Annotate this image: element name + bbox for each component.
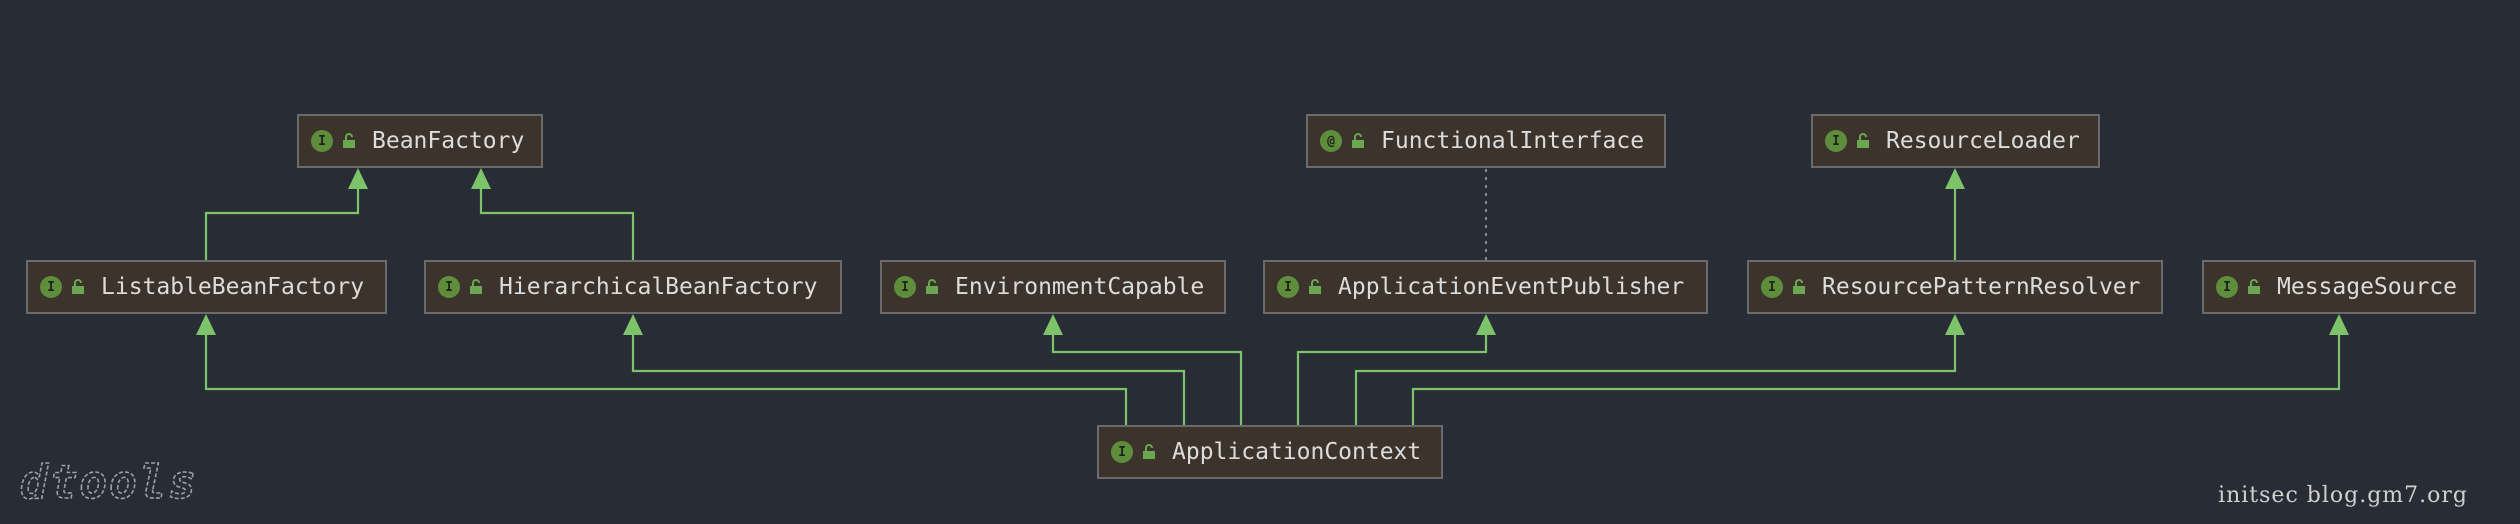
unlock-icon: [925, 279, 939, 295]
interface-icon: I: [438, 276, 460, 298]
interface-icon: I: [1761, 276, 1783, 298]
interface-icon: I: [40, 276, 62, 298]
node-label: ApplicationContext: [1172, 439, 1422, 465]
node-bean-factory[interactable]: I BeanFactory: [297, 114, 543, 168]
unlock-icon: [2247, 279, 2261, 295]
edge-arrowhead: [1945, 168, 1965, 189]
node-resource-pattern-resolver[interactable]: I ResourcePatternResolver: [1747, 260, 2163, 314]
node-message-source[interactable]: I MessageSource: [2202, 260, 2476, 314]
node-label: FunctionalInterface: [1381, 128, 1645, 154]
logo-text: dtools: [20, 458, 198, 506]
edge-arrowhead: [1043, 314, 1063, 335]
interface-icon: I: [1825, 130, 1847, 152]
dtools-logo-icon: dtools: [19, 454, 198, 510]
unlock-icon: [1308, 279, 1322, 295]
node-resource-loader[interactable]: I ResourceLoader: [1811, 114, 2100, 168]
interface-icon: I: [1277, 276, 1299, 298]
interface-icon: I: [894, 276, 916, 298]
edge-arrowhead: [196, 314, 216, 335]
edge-ApplicationContext-to-MessageSource: [1411, 334, 2341, 425]
footer-credit: initsec blog.gm7.org: [2218, 483, 2468, 508]
edge-arrowhead: [1476, 314, 1496, 335]
node-label: BeanFactory: [372, 128, 525, 154]
edge-arrowhead: [2329, 314, 2349, 335]
edge-arrowhead: [471, 168, 491, 189]
interface-icon: I: [2216, 276, 2238, 298]
node-label: HierarchicalBeanFactory: [499, 274, 818, 300]
node-functional-interface[interactable]: @ FunctionalInterface: [1306, 114, 1666, 168]
unlock-icon: [1142, 444, 1156, 460]
node-label: ResourcePatternResolver: [1822, 274, 2141, 300]
edge-ListableBeanFactory-to-BeanFactory: [204, 188, 360, 260]
annotation-icon: @: [1320, 130, 1342, 152]
unlock-icon: [469, 279, 483, 295]
edge-arrowhead: [1945, 314, 1965, 335]
edge-arrowhead: [348, 168, 368, 189]
edge-ApplicationContext-to-ResourcePatternResolver: [1354, 334, 1957, 425]
node-label: ResourceLoader: [1886, 128, 2080, 154]
node-label: ApplicationEventPublisher: [1338, 274, 1685, 300]
node-application-event-publisher[interactable]: I ApplicationEventPublisher: [1263, 260, 1708, 314]
node-environment-capable[interactable]: I EnvironmentCapable: [880, 260, 1226, 314]
dtools-logo: dtools: [18, 454, 258, 510]
edge-arrowhead: [623, 314, 643, 335]
edge-ApplicationContext-to-ApplicationEventPublisher: [1296, 334, 1488, 425]
edge-ApplicationContext-to-HierarchicalBeanFactory: [631, 334, 1186, 425]
node-hierarchical-bean-factory[interactable]: I HierarchicalBeanFactory: [424, 260, 842, 314]
unlock-icon: [1351, 133, 1365, 149]
interface-icon: I: [1111, 441, 1133, 463]
node-label: MessageSource: [2277, 274, 2458, 300]
unlock-icon: [71, 279, 85, 295]
edge-ApplicationContext-to-EnvironmentCapable: [1051, 334, 1243, 425]
edge-ApplicationContext-to-ListableBeanFactory: [204, 334, 1128, 425]
node-listable-bean-factory[interactable]: I ListableBeanFactory: [26, 260, 387, 314]
node-application-context[interactable]: I ApplicationContext: [1097, 425, 1443, 479]
edge-HierarchicalBeanFactory-to-BeanFactory: [479, 188, 635, 260]
node-label: ListableBeanFactory: [101, 274, 365, 300]
unlock-icon: [342, 133, 356, 149]
unlock-icon: [1856, 133, 1870, 149]
node-label: EnvironmentCapable: [955, 274, 1205, 300]
interface-icon: I: [311, 130, 333, 152]
unlock-icon: [1792, 279, 1806, 295]
